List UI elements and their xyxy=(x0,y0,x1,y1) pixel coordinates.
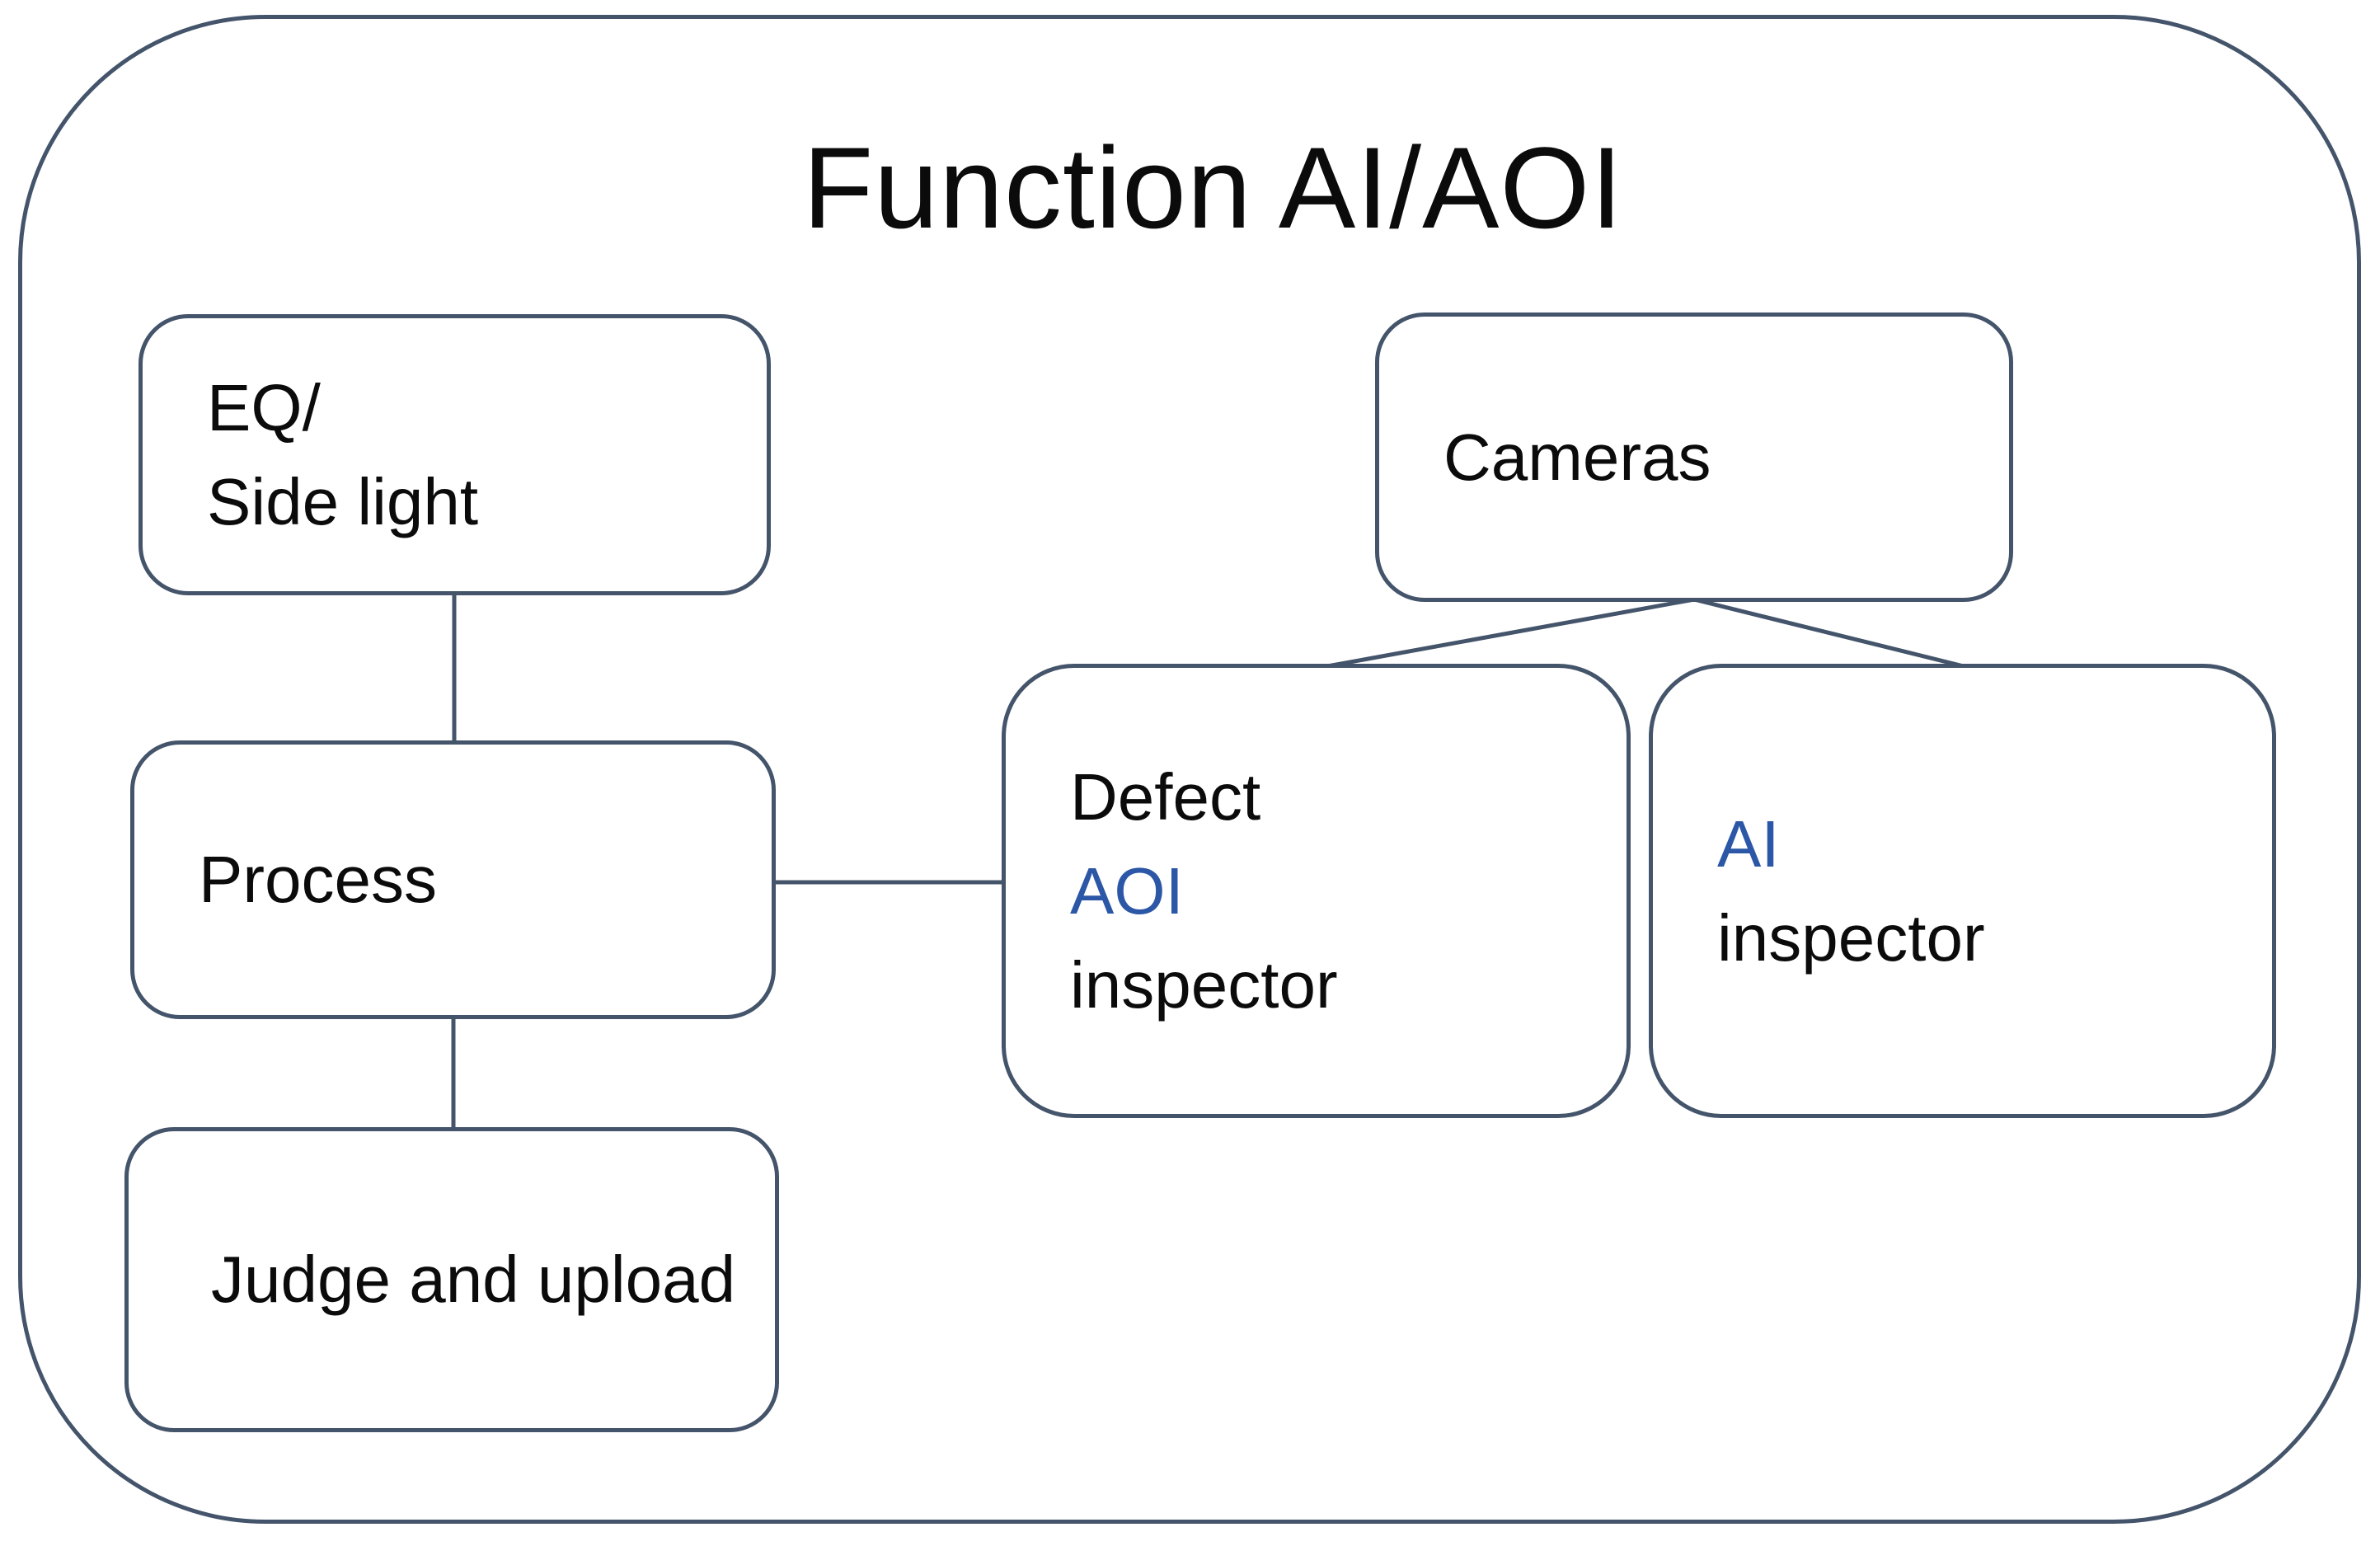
node-label-line-accent: AI xyxy=(1717,806,1780,881)
node-label-line: inspector xyxy=(1717,900,1985,975)
node-defect-aoi-inspector: Defect AOI inspector xyxy=(1002,664,1631,1118)
node-label-line: EQ/ xyxy=(207,370,321,444)
node-judge-and-upload: Judge and upload xyxy=(124,1127,779,1432)
node-cameras: Cameras xyxy=(1375,312,2013,602)
node-process: Process xyxy=(130,740,776,1019)
node-ai-inspector: AI inspector xyxy=(1649,664,2276,1118)
node-eq-side-light: EQ/ Side light xyxy=(138,314,771,595)
node-label-line: Process xyxy=(199,843,437,916)
node-label-line: Defect xyxy=(1070,759,1261,834)
node-label-line: Judge and upload xyxy=(211,1243,736,1316)
node-label-line-accent: AOI xyxy=(1070,853,1184,928)
diagram-title: Function AI/AOI xyxy=(802,123,1624,252)
node-label-line: inspector xyxy=(1070,947,1338,1022)
node-label-line: Side light xyxy=(207,464,479,538)
node-label-line: Cameras xyxy=(1443,420,1711,494)
